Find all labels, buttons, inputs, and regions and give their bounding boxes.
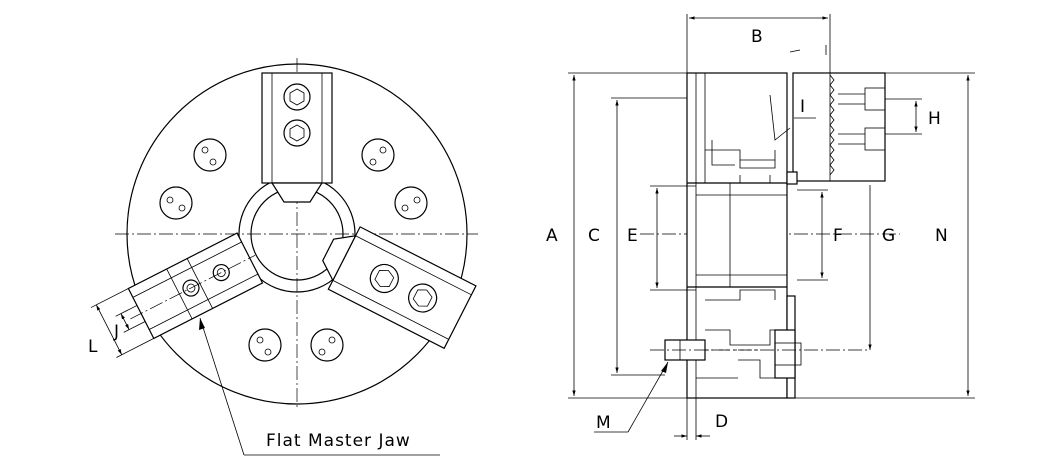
dimension-label-H: H <box>928 109 941 129</box>
master-jaw-top <box>261 72 333 203</box>
mounting-hole <box>310 328 344 362</box>
flat-master-jaw-label: Flat Master Jaw <box>266 431 411 451</box>
mounting-hole <box>193 138 227 172</box>
front-view: L J Flat Master Jaw <box>88 58 478 456</box>
master-jaw-lower-right <box>322 226 477 350</box>
dimension-label-M: M <box>596 413 611 433</box>
mounting-hole <box>248 328 282 362</box>
dimension-label-E: E <box>627 226 638 246</box>
dimension-label-C: C <box>588 226 600 246</box>
dimension-label-B: B <box>751 27 763 47</box>
callout-leader <box>199 317 245 456</box>
callout-arrowhead <box>199 318 205 330</box>
dimension-label-I: I <box>800 97 805 117</box>
dimension-label-N: N <box>935 226 948 246</box>
mounting-hole <box>394 186 428 220</box>
chuck-body-outline <box>126 63 468 405</box>
dimension-label-D: D <box>715 412 728 432</box>
dimension-label-F: F <box>833 226 843 246</box>
dimension-label-L: L <box>88 337 98 357</box>
flat-master-jaw <box>90 232 264 358</box>
dimension-label-A: A <box>546 226 558 246</box>
dimension-label-J: J <box>113 322 119 342</box>
mounting-hole <box>361 138 395 172</box>
mounting-hole <box>159 186 193 220</box>
side-view: A C E F G N B H <box>546 14 975 440</box>
top-jaw-section <box>792 72 886 182</box>
dimension-label-G: G <box>882 226 895 246</box>
